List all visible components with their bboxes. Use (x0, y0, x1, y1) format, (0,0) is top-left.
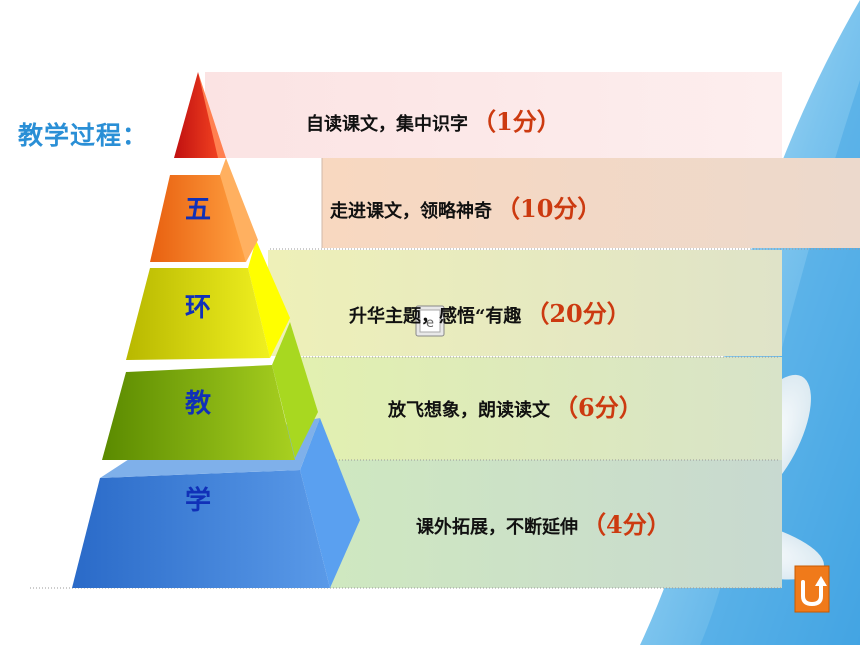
pyramid-tier-orange-right (218, 158, 258, 262)
step-5: 课外拓展，不断延伸（4分） (416, 505, 671, 540)
step-3: 升华主题，感悟“有趣（20分） (349, 294, 631, 329)
pyramid-tier-orange-front (150, 175, 246, 262)
pyramid-tier-red-front (174, 72, 218, 158)
document-icon[interactable]: e (415, 305, 445, 337)
pyramid-char-3: 教 (184, 389, 211, 419)
pyramid (72, 72, 360, 588)
step-3-text: 升华主题，感悟“有趣 (349, 306, 522, 327)
pyramid-tier-red-right (198, 72, 226, 158)
step-1-text: 自读课文，集中识字 (306, 114, 468, 135)
step-4-text: 放飞想象，朗读读文 (388, 400, 550, 421)
step-3-time: （20分） (525, 299, 631, 328)
step-2: 走进课文，领略神奇（10分） (330, 189, 601, 224)
pyramid-char-4: 学 (184, 486, 211, 516)
pyramid-char-1: 五 (184, 195, 211, 225)
step-1: 自读课文，集中识字（1分） (306, 102, 561, 137)
step-5-text: 课外拓展，不断延伸 (416, 517, 578, 538)
pyramid-tier-green-right (272, 322, 318, 458)
step-4: 放飞想象，朗读读文（6分） (388, 388, 643, 423)
pyramid-tier-yellow-right (248, 240, 290, 358)
band-4 (296, 357, 782, 460)
step-1-time: （1分） (472, 107, 561, 136)
pyramid-tier-blue-front (72, 470, 330, 588)
pyramid-tier-yellow-front (126, 268, 270, 360)
band-3 (268, 250, 782, 356)
step-5-time: （4分） (582, 510, 671, 539)
band-2 (322, 158, 860, 248)
band-1 (205, 72, 782, 158)
svg-text:e: e (426, 316, 434, 331)
back-button[interactable] (794, 565, 830, 613)
step-4-time: （6分） (554, 393, 643, 422)
step-2-text: 走进课文，领略神奇 (330, 201, 492, 222)
pyramid-tier-green-front (102, 365, 295, 460)
pyramid-char-2: 环 (184, 293, 211, 323)
step-bands (30, 72, 860, 589)
pyramid-tier-blue-right (300, 418, 360, 588)
step-2-time: （10分） (496, 194, 602, 223)
page-title: 教学过程： (18, 121, 149, 150)
u-turn-back-icon (801, 580, 823, 607)
band-5 (330, 460, 782, 588)
